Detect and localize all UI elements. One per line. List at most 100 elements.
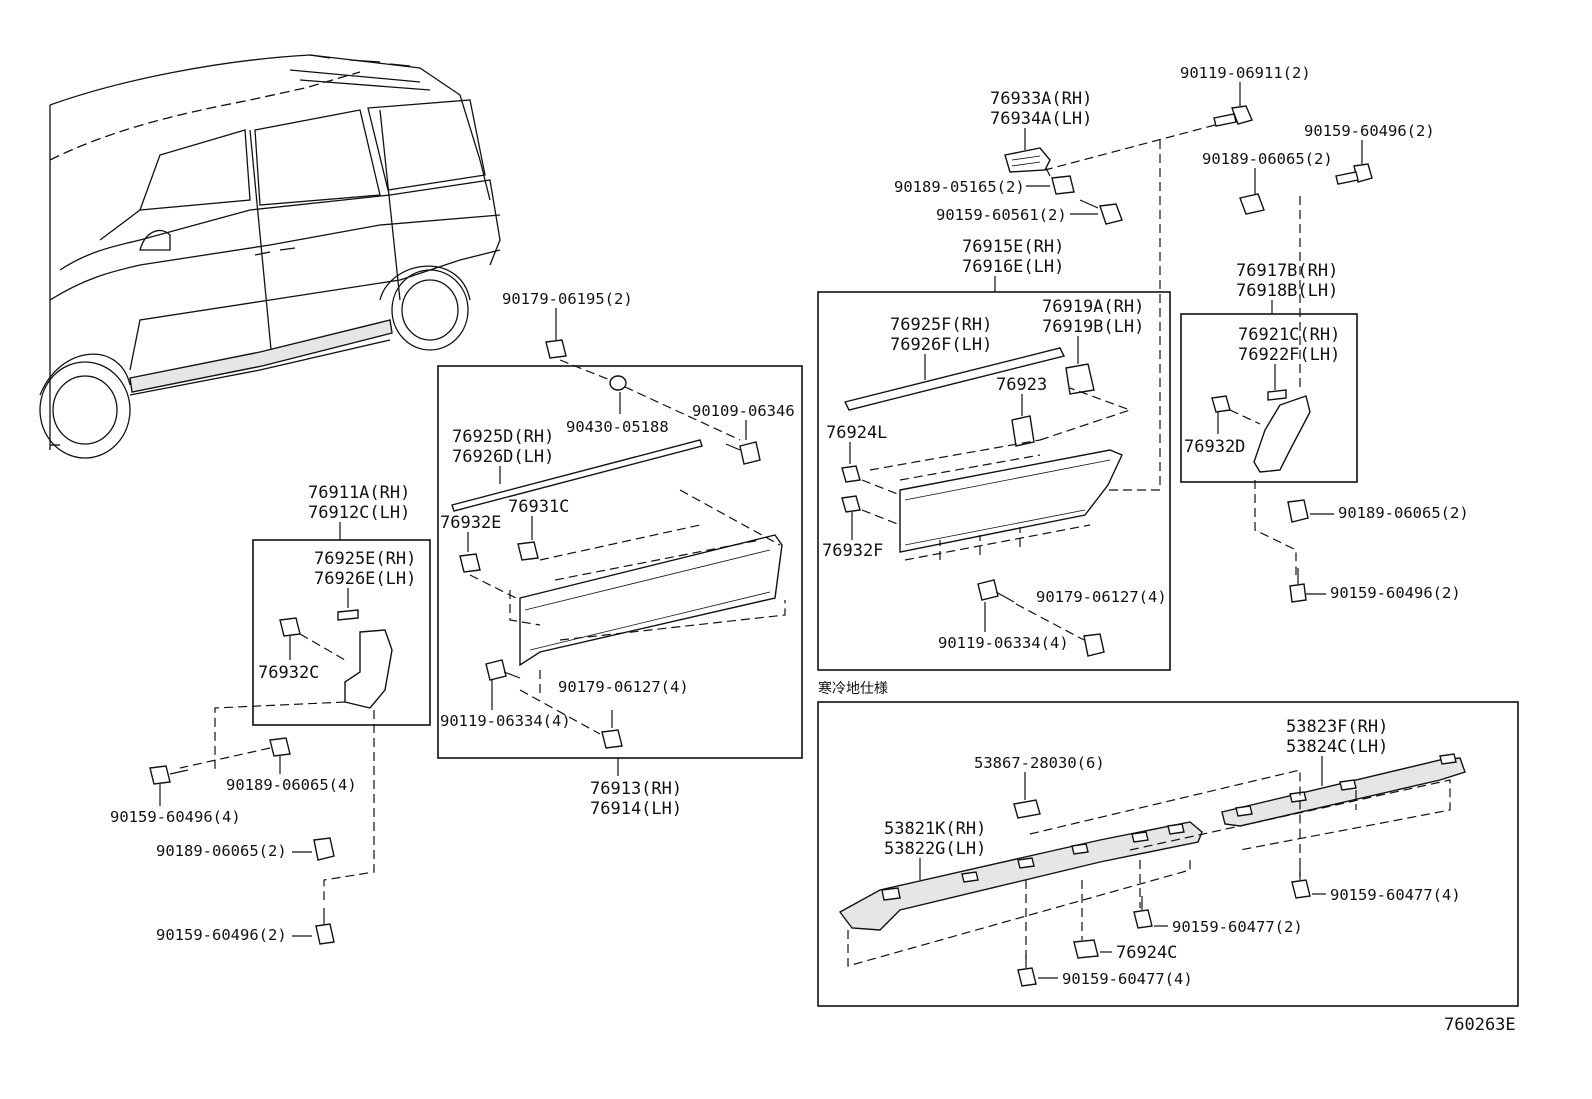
label-90159-60477-c: 90159-60477(4)	[1062, 970, 1193, 988]
group-box-76917B	[1180, 313, 1358, 483]
label-53824C: 53824C(LH)	[1286, 737, 1388, 757]
label-76922F: 76922F(LH)	[1238, 345, 1340, 365]
label-90189-06065-b: 90189-06065(2)	[1338, 504, 1469, 522]
label-76933A: 76933A(RH)	[990, 89, 1092, 109]
retainer-53867-icon	[1013, 799, 1041, 819]
region-note: 寒冷地仕様	[818, 680, 888, 697]
clip-76931C-icon	[517, 541, 539, 561]
label-76926E: 76926E(LH)	[314, 569, 416, 589]
label-76925D: 76925D(RH)	[452, 427, 554, 447]
clip-76923-icon	[1011, 415, 1035, 447]
label-76932E: 76932E	[440, 513, 501, 533]
side-molding-76915E	[899, 449, 1123, 553]
rocker-cover-53821K	[838, 821, 1203, 931]
group-box-76913	[437, 365, 803, 759]
label-76926F: 76926F(LH)	[890, 335, 992, 355]
group-box-76911A	[252, 539, 431, 726]
label-53821K: 53821K(RH)	[884, 819, 986, 839]
van-illustration	[39, 54, 501, 459]
bolt-90159-60477-a-icon	[1291, 866, 1311, 899]
label-53867: 53867-28030(6)	[974, 754, 1105, 772]
molding-strip-76925F	[843, 347, 1066, 411]
label-76914: 76914(LH)	[590, 799, 682, 819]
label-90179-06195: 90179-06195(2)	[502, 290, 633, 308]
pad-76921C	[1267, 389, 1287, 401]
molding-strip-76925D	[451, 439, 703, 512]
clip-90189-06065-c-icon	[269, 737, 291, 757]
label-76932F: 76932F	[822, 541, 883, 561]
side-molding-76913	[519, 534, 783, 667]
clip-76932D-icon	[1211, 395, 1231, 413]
label-76918B: 76918B(LH)	[1236, 281, 1338, 301]
label-76923: 76923	[996, 375, 1047, 395]
label-90159-60496-b: 90159-60496(2)	[1330, 584, 1461, 602]
mudguard-76911A	[344, 629, 393, 709]
clip-76932C-icon	[279, 617, 301, 637]
washer-90430-05188-icon	[609, 375, 627, 391]
label-90119-06911: 90119-06911(2)	[1180, 64, 1311, 82]
clip-90189-06065-b-icon	[1287, 499, 1309, 523]
label-90119-06334-b: 90119-06334(4)	[440, 712, 571, 730]
label-90159-60561: 90159-60561(2)	[936, 206, 1067, 224]
label-90109-06346: 90109-06346	[692, 402, 795, 420]
label-76932D: 76932D	[1184, 437, 1245, 457]
bolt-90119-06911-icon	[1213, 105, 1253, 127]
label-76919A: 76919A(RH)	[1042, 297, 1144, 317]
label-76932C: 76932C	[258, 663, 319, 683]
label-90159-60496-d: 90159-60496(2)	[156, 926, 287, 944]
label-90430-05188: 90430-05188	[566, 418, 669, 436]
label-90159-60496-a: 90159-60496(2)	[1304, 122, 1435, 140]
bolt-90119-06334-a-icon	[977, 579, 999, 601]
label-76917B: 76917B(RH)	[1236, 261, 1338, 281]
clip-76932F-icon	[841, 495, 861, 513]
diagram-code: 760263E	[1444, 1015, 1516, 1035]
label-76911A: 76911A(RH)	[308, 483, 410, 503]
clip-76924L-icon	[841, 465, 861, 483]
label-76913: 76913(RH)	[590, 779, 682, 799]
clip-76924C-icon	[1073, 939, 1099, 959]
rocker-cover-53823F	[1221, 757, 1466, 827]
group-box-cold-climate	[817, 701, 1519, 1007]
label-76925F: 76925F(RH)	[890, 315, 992, 335]
label-76926D: 76926D(LH)	[452, 447, 554, 467]
label-90189-06065-c: 90189-06065(4)	[226, 776, 357, 794]
bolt-90159-60496-d-icon	[315, 908, 335, 945]
nut-90179-06127-b-icon	[601, 729, 623, 749]
label-90119-06334-a: 90119-06334(4)	[938, 634, 1069, 652]
label-76916E: 76916E(LH)	[962, 257, 1064, 277]
nut-90179-06195-icon	[545, 339, 567, 359]
bolt-90159-60496-icon	[1335, 163, 1373, 185]
clip-76932E-icon	[459, 553, 481, 573]
nut-90189-05165-icon	[1051, 175, 1075, 195]
label-90179-06127-a: 90179-06127(4)	[1036, 588, 1167, 606]
label-76931C: 76931C	[508, 497, 569, 517]
bolt-90109-06346-icon	[725, 441, 761, 465]
label-76919B: 76919B(LH)	[1042, 317, 1144, 337]
label-53822G: 53822G(LH)	[884, 839, 986, 859]
bolt-90159-60496-c-icon	[149, 765, 189, 785]
bolt-90159-60477-c-icon	[1017, 954, 1037, 987]
label-53823F: 53823F(RH)	[1286, 717, 1388, 737]
label-90179-06127-b: 90179-06127(4)	[558, 678, 689, 696]
label-76921C: 76921C(RH)	[1238, 325, 1340, 345]
bolt-90119-06334-b-icon	[485, 659, 507, 681]
label-90159-60477-b: 90159-60477(2)	[1172, 918, 1303, 936]
pad-76925E	[337, 609, 359, 621]
label-76925E: 76925E(RH)	[314, 549, 416, 569]
label-90189-06065-a: 90189-06065(2)	[1202, 150, 1333, 168]
label-90159-60496-c: 90159-60496(4)	[110, 808, 241, 826]
nut-90179-06127-a-icon	[1083, 633, 1105, 657]
mudguard-76917B	[1253, 395, 1311, 473]
bracket-76933A	[1004, 147, 1051, 173]
label-90159-60477-a: 90159-60477(4)	[1330, 886, 1461, 904]
clip-90189-06065-icon	[1239, 193, 1265, 215]
group-box-76915E	[817, 291, 1171, 671]
label-76924L: 76924L	[826, 423, 887, 443]
label-76924C: 76924C	[1116, 943, 1177, 963]
label-90189-05165: 90189-05165(2)	[894, 178, 1025, 196]
label-90189-06065-d: 90189-06065(2)	[156, 842, 287, 860]
bolt-90159-60477-b-icon	[1133, 896, 1153, 929]
clip-90189-06065-d-icon	[313, 837, 335, 861]
bolt-90159-60496-b-icon	[1289, 568, 1307, 603]
